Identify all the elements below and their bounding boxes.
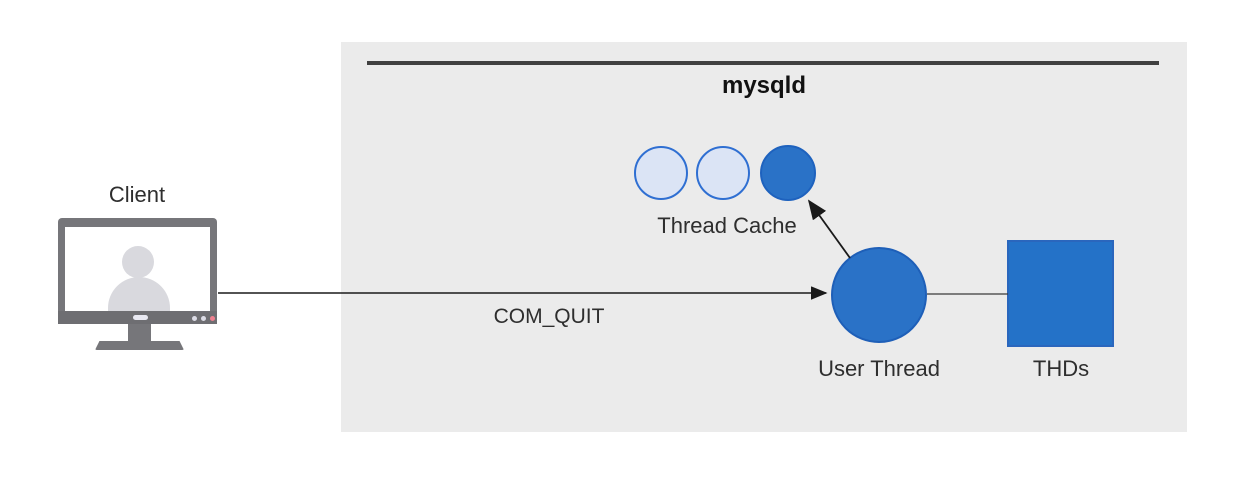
user-thread-label: User Thread (818, 356, 940, 381)
com-quit-label: COM_QUIT (493, 305, 605, 328)
monitor-bottom-bar (58, 311, 217, 324)
client-label: Client (108, 182, 166, 207)
monitor-dot-icon (201, 316, 206, 321)
person-silhouette-icon (108, 277, 170, 311)
thread-cache-free-circle-icon (696, 146, 750, 200)
thread-cache-label: Thread Cache (657, 213, 797, 238)
mysqld-server-box (341, 42, 1187, 432)
person-silhouette-icon (122, 246, 154, 278)
thread-cache-free-circle-icon (634, 146, 688, 200)
thds-square-icon (1007, 240, 1114, 347)
mysqld-title: mysqld (721, 72, 807, 99)
monitor-base (95, 341, 184, 350)
monitor-dot-icon (192, 316, 197, 321)
monitor-power-dot-icon (210, 316, 215, 321)
mysqld-top-divider (367, 61, 1159, 65)
client-monitor-icon (58, 218, 217, 311)
monitor-button-icon (133, 315, 148, 320)
thds-label: THDs (1032, 356, 1090, 381)
thread-cache-active-circle-icon (760, 145, 816, 201)
user-thread-circle-icon (831, 247, 927, 343)
monitor-stand (128, 324, 151, 341)
monitor-screen (65, 227, 210, 311)
